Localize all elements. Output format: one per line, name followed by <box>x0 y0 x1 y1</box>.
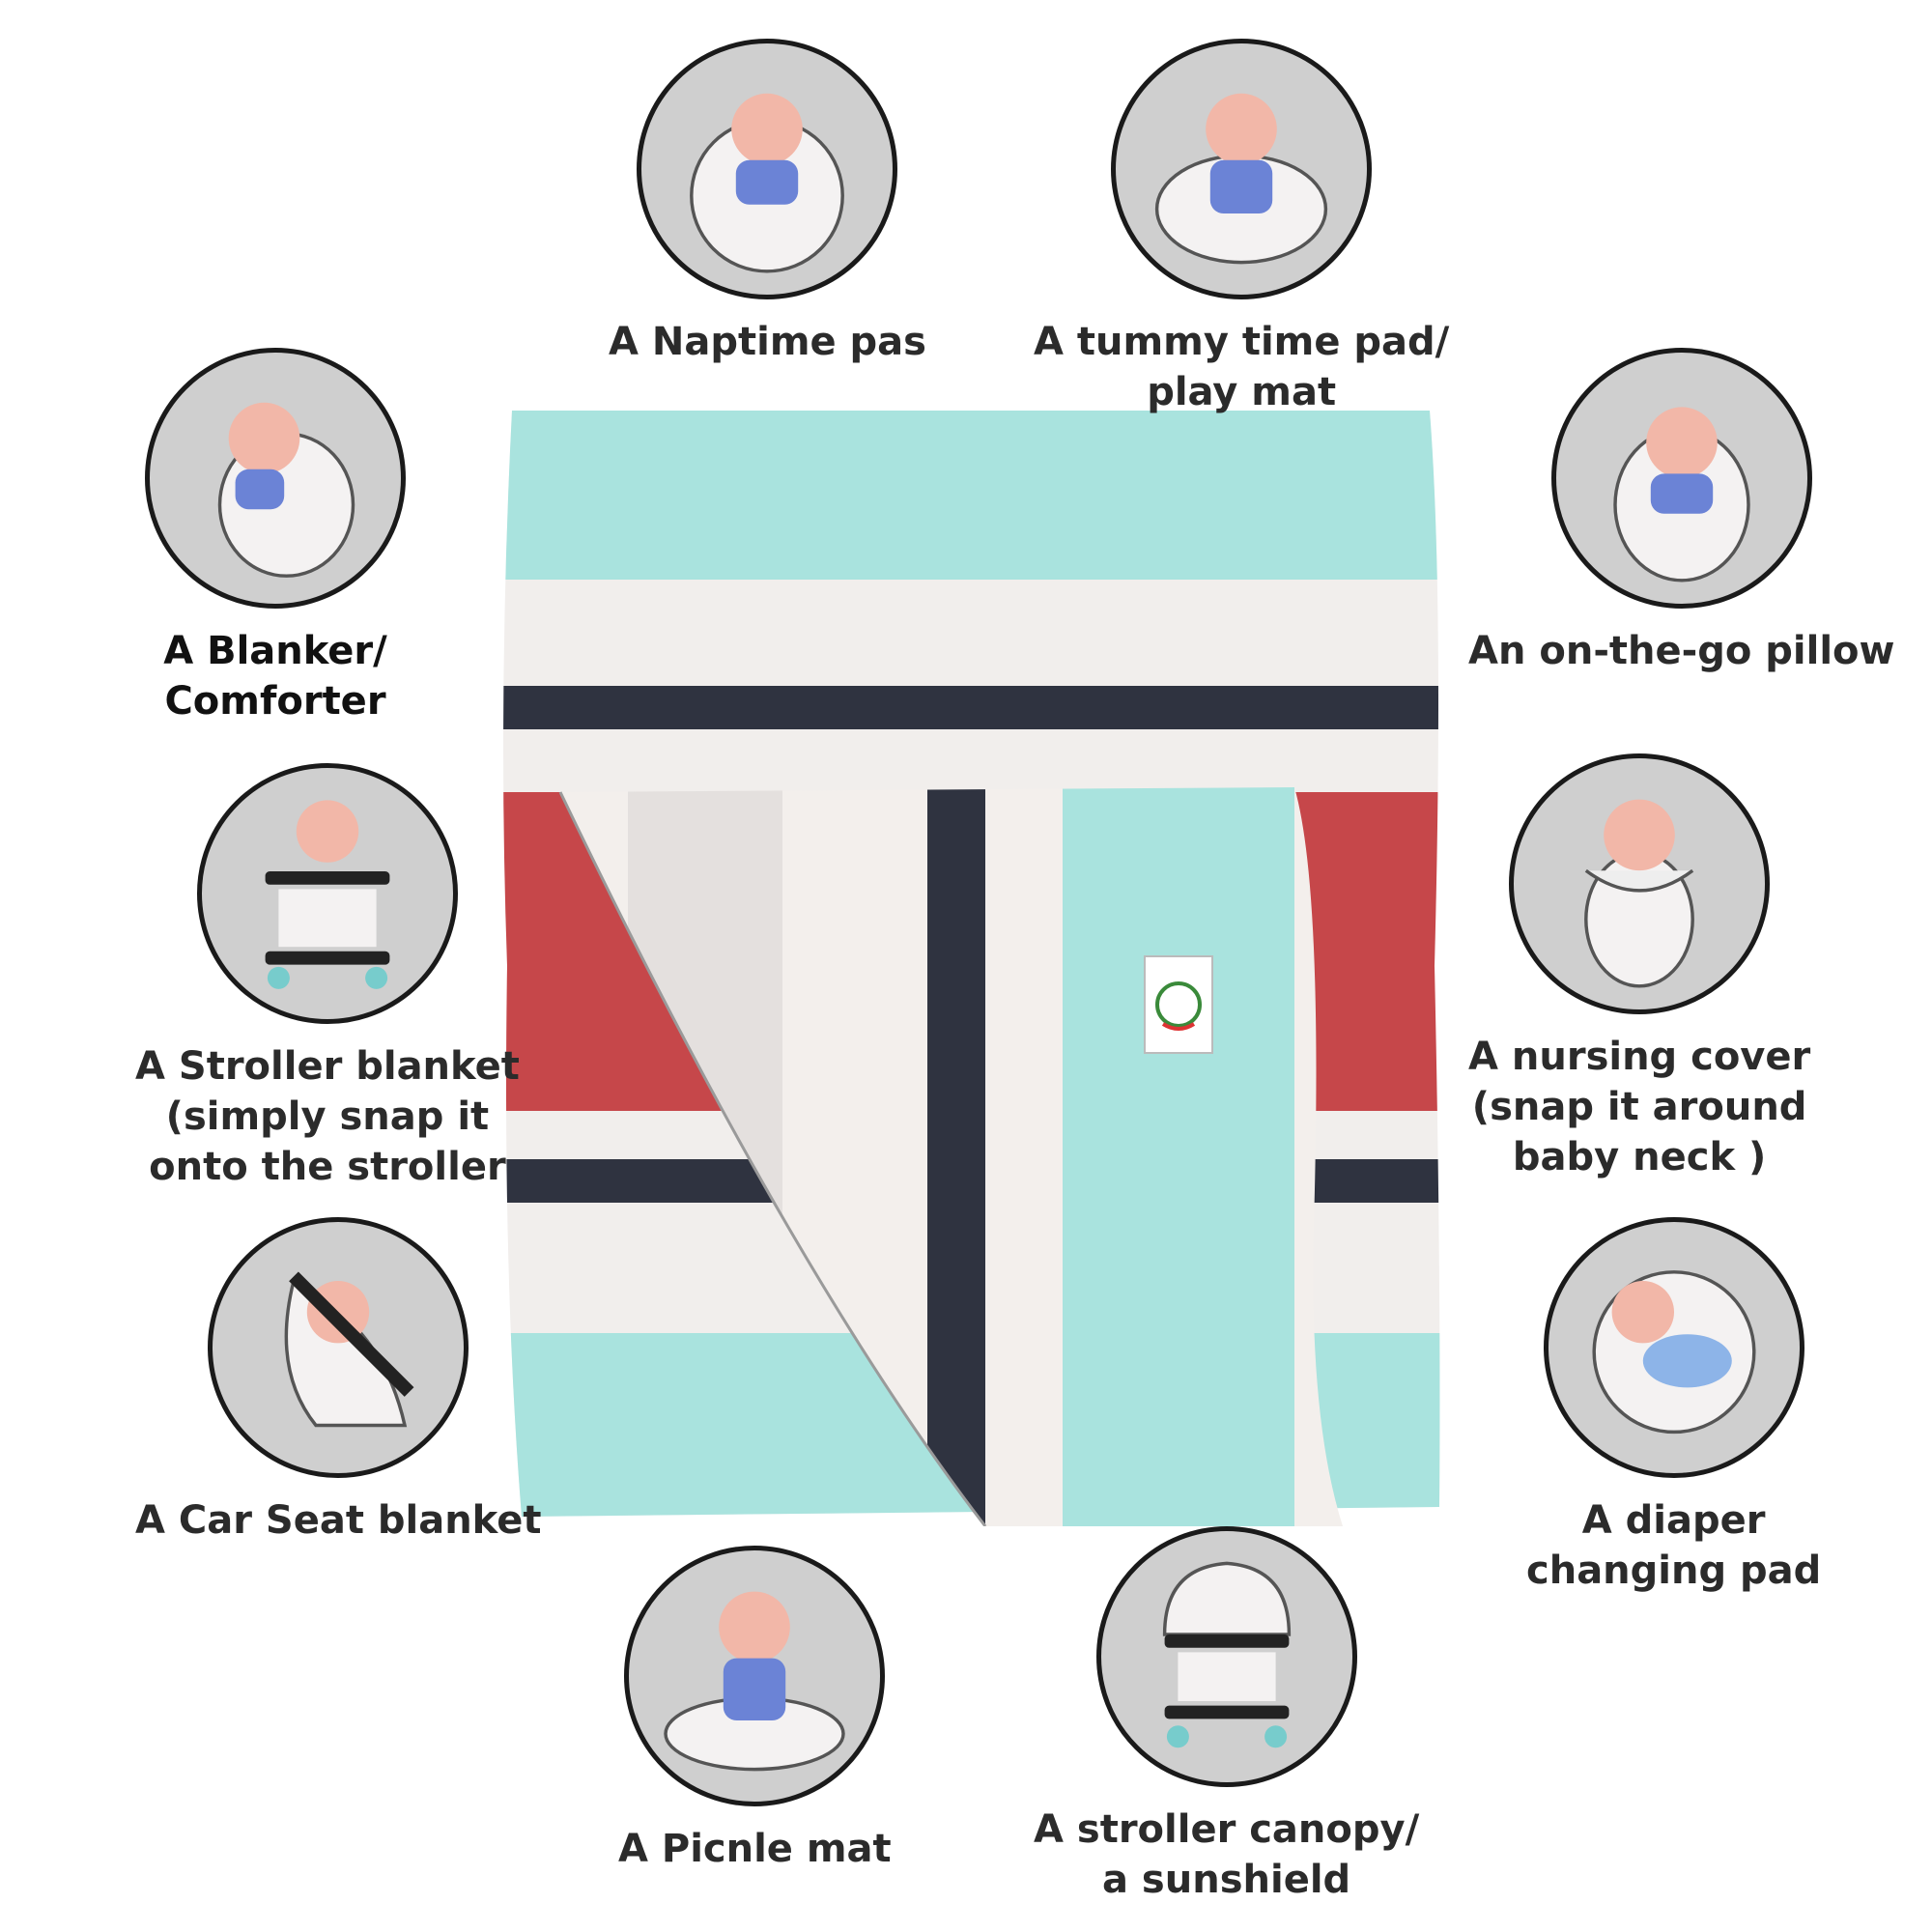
usage-label: A Stroller blanket (simply snap it onto … <box>135 1044 520 1189</box>
usage-label: A Blanker/ Comforter <box>163 629 387 724</box>
usage-stroller: A Stroller blanket (simply snap it onto … <box>135 763 520 1192</box>
baby-icon <box>1095 1526 1357 1787</box>
usage-blanket: A Blanker/ Comforter <box>145 348 406 726</box>
usage-label: A Picnle mat <box>618 1827 892 1871</box>
usage-label: An on-the-go pillow <box>1468 629 1895 673</box>
usage-canopy: A stroller canopy/ a sunshield <box>1034 1526 1419 1905</box>
baby-icon <box>1111 39 1373 299</box>
baby-icon <box>637 39 898 299</box>
baby-icon <box>1550 348 1812 609</box>
baby-icon <box>196 763 458 1024</box>
usage-label: A Car Seat blanket <box>135 1498 542 1543</box>
baby-icon <box>145 348 406 609</box>
usage-diaper: A diaper changing pad <box>1526 1217 1821 1596</box>
usage-picnic: A Picnle mat <box>618 1546 892 1874</box>
usage-naptime: A Naptime pas <box>609 39 926 367</box>
usage-label: A diaper changing pad <box>1526 1498 1822 1593</box>
brand-tag-icon <box>1144 955 1213 1054</box>
baby-icon <box>208 1217 469 1478</box>
usage-tummy: A tummy time pad/ play mat <box>1034 39 1449 417</box>
baby-icon <box>1509 753 1771 1014</box>
usage-label: A nursing cover (snap it around baby nec… <box>1468 1035 1811 1179</box>
usage-carseat: A Car Seat blanket <box>135 1217 541 1546</box>
usage-label: A Naptime pas <box>609 320 926 364</box>
usage-label: A tummy time pad/ play mat <box>1034 320 1450 414</box>
baby-icon <box>1543 1217 1804 1478</box>
usage-label: A stroller canopy/ a sunshield <box>1034 1807 1420 1902</box>
blanket-product-image <box>503 411 1440 1526</box>
baby-icon <box>624 1546 886 1806</box>
usage-pillow: An on-the-go pillow <box>1468 348 1894 676</box>
usage-nursing: A nursing cover (snap it around baby nec… <box>1468 753 1810 1182</box>
